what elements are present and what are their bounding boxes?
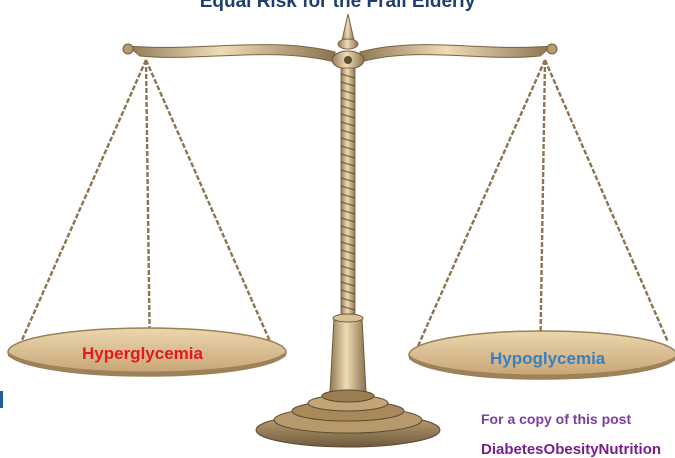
left-pan-chains <box>22 60 272 362</box>
left-edge-accent <box>0 391 3 408</box>
hyperglycemia-label: Hyperglycemia <box>82 344 203 364</box>
footer-copy-note: For a copy of this post <box>481 411 631 427</box>
hypoglycemia-label: Hypoglycemia <box>490 349 605 369</box>
scale-base <box>256 390 440 447</box>
footer-site-link[interactable]: DiabetesObesityNutrition <box>481 441 661 458</box>
scale-column <box>330 68 366 392</box>
right-pan-chains <box>418 60 668 368</box>
scale-finial <box>332 14 364 69</box>
